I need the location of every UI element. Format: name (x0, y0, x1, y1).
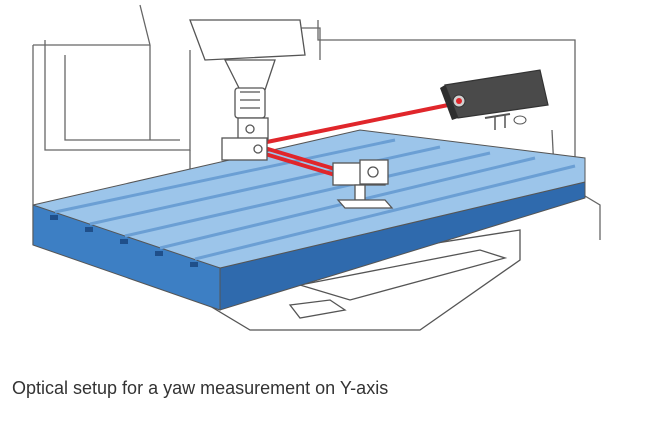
angular-interferometer (221, 117, 269, 161)
angular-reflector (332, 159, 394, 209)
machine-table-front (32, 204, 221, 311)
laser-head (440, 69, 549, 130)
yaw-measurement-illustration (32, 4, 601, 331)
machine-frame (32, 4, 601, 245)
slot-notches (50, 215, 198, 267)
figure-caption: Optical setup for a yaw measurement on Y… (12, 378, 389, 398)
spindle-head (189, 19, 306, 119)
laser-beam (257, 101, 459, 180)
machine-base (199, 229, 521, 331)
